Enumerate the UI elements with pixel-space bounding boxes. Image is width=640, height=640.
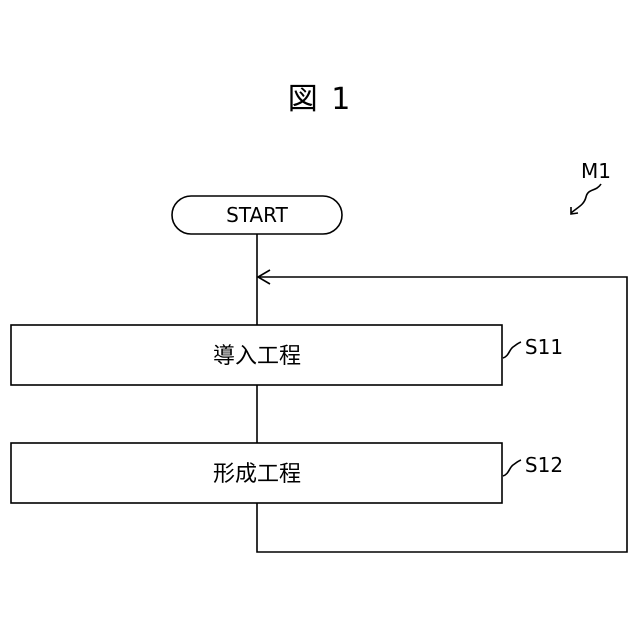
step1-tag: S11 [525, 335, 563, 359]
loop-back-line [257, 277, 627, 552]
method-label: M1 [581, 159, 611, 183]
method-leader-line [571, 184, 601, 213]
step2-tag: S12 [525, 453, 563, 477]
process-label-step2: 形成工程 [213, 462, 301, 487]
start-label: START [226, 203, 288, 227]
step2-tag-leader [503, 460, 521, 476]
step1-tag-leader [503, 342, 521, 358]
process-label-step1: 導入工程 [213, 344, 301, 369]
